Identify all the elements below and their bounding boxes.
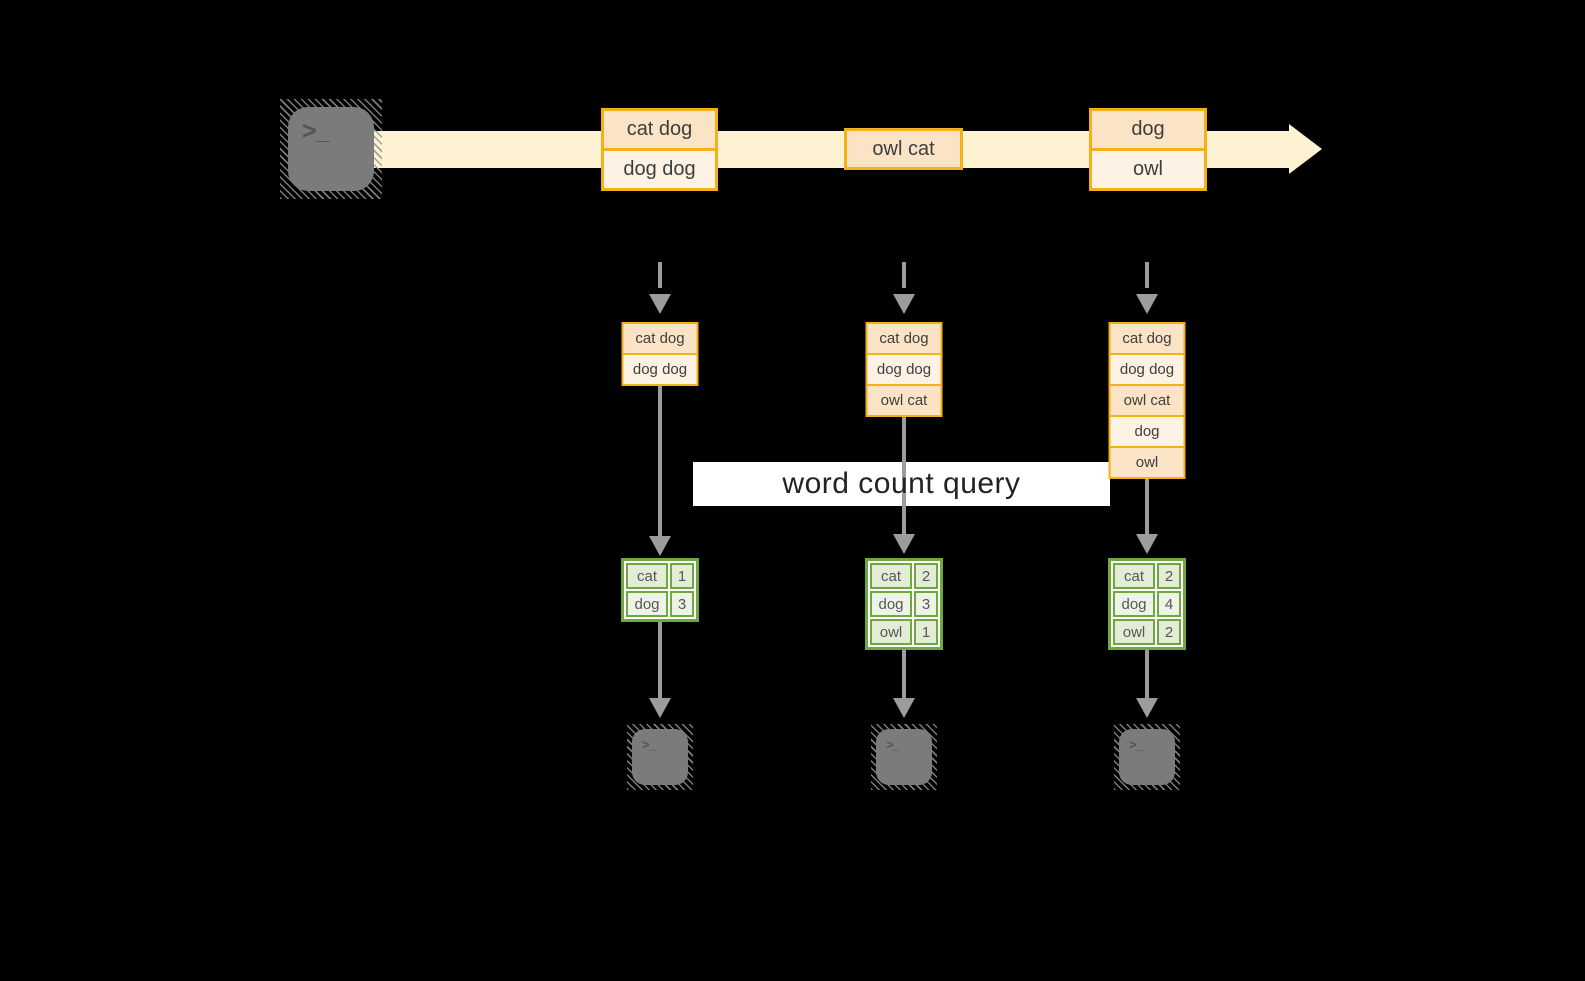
word-cell: dog bbox=[870, 591, 912, 617]
terminal-icon: >_ bbox=[280, 99, 382, 199]
word-cell: cat bbox=[1113, 563, 1155, 589]
arrow-head bbox=[1136, 534, 1158, 554]
count-cell: 2 bbox=[914, 563, 938, 589]
arrow-head bbox=[893, 534, 915, 554]
count-cell: 3 bbox=[914, 591, 938, 617]
arrow-line bbox=[1145, 650, 1149, 698]
word-count-table: cat 2 dog 3 owl 1 bbox=[865, 558, 943, 650]
arrow-line bbox=[902, 650, 906, 698]
dashed-arrow-head bbox=[649, 294, 671, 314]
dashed-arrow-head bbox=[893, 294, 915, 314]
input-line: owl bbox=[1110, 446, 1184, 477]
word-cell: owl bbox=[1113, 619, 1155, 645]
batch-line: cat dog bbox=[604, 111, 715, 148]
count-cell: 4 bbox=[1157, 591, 1181, 617]
dashed-arrow-head bbox=[1136, 294, 1158, 314]
batch-line: owl bbox=[1092, 148, 1204, 188]
input-line: owl cat bbox=[867, 384, 941, 415]
accumulated-input-box: cat dog dog dog bbox=[621, 322, 699, 386]
word-cell: dog bbox=[626, 591, 668, 617]
terminal-body: >_ bbox=[876, 729, 932, 785]
terminal-body: >_ bbox=[288, 107, 374, 191]
terminal-prompt-glyph: >_ bbox=[1129, 737, 1143, 752]
input-line: cat dog bbox=[867, 324, 941, 353]
word-cell: dog bbox=[1113, 591, 1155, 617]
batch-line: dog bbox=[1092, 111, 1204, 148]
arrow-head bbox=[893, 698, 915, 718]
terminal-icon: >_ bbox=[627, 724, 693, 790]
arrow-line bbox=[902, 417, 906, 534]
stream-arrow-head bbox=[1289, 124, 1322, 174]
stream-batch-2: owl cat bbox=[844, 128, 963, 170]
input-line: dog dog bbox=[623, 353, 697, 384]
arrow-line bbox=[658, 622, 662, 698]
arrow-head bbox=[649, 698, 671, 718]
count-cell: 2 bbox=[1157, 619, 1181, 645]
input-line: dog dog bbox=[867, 353, 941, 384]
word-cell: cat bbox=[870, 563, 912, 589]
word-cell: cat bbox=[626, 563, 668, 589]
input-line: dog bbox=[1110, 415, 1184, 446]
word-count-table: cat 2 dog 4 owl 2 bbox=[1108, 558, 1186, 650]
terminal-prompt-glyph: >_ bbox=[642, 737, 656, 752]
input-line: cat dog bbox=[1110, 324, 1184, 353]
query-banner-background bbox=[693, 462, 1110, 506]
accumulated-input-box: cat dog dog dog owl cat bbox=[865, 322, 943, 417]
terminal-body: >_ bbox=[1119, 729, 1175, 785]
count-cell: 3 bbox=[670, 591, 694, 617]
count-cell: 1 bbox=[670, 563, 694, 589]
word-count-table: cat 1 dog 3 bbox=[621, 558, 699, 622]
arrow-line bbox=[658, 386, 662, 536]
query-banner-label: word count query bbox=[782, 467, 1021, 500]
terminal-body: >_ bbox=[632, 729, 688, 785]
batch-line: dog dog bbox=[604, 148, 715, 188]
input-line: cat dog bbox=[623, 324, 697, 353]
stream-batch-3: dog owl bbox=[1089, 108, 1207, 191]
stream-batch-1: cat dog dog dog bbox=[601, 108, 718, 191]
dashed-arrow-line bbox=[658, 262, 662, 288]
input-line: dog dog bbox=[1110, 353, 1184, 384]
terminal-icon: >_ bbox=[1114, 724, 1180, 790]
terminal-icon: >_ bbox=[871, 724, 937, 790]
terminal-prompt-glyph: >_ bbox=[302, 117, 329, 145]
dashed-arrow-line bbox=[1145, 262, 1149, 288]
dashed-arrow-line bbox=[902, 262, 906, 288]
batch-line: owl cat bbox=[847, 131, 960, 167]
count-cell: 1 bbox=[914, 619, 938, 645]
terminal-prompt-glyph: >_ bbox=[886, 737, 900, 752]
arrow-line bbox=[1145, 479, 1149, 534]
accumulated-input-box: cat dog dog dog owl cat dog owl bbox=[1108, 322, 1186, 479]
count-cell: 2 bbox=[1157, 563, 1181, 589]
input-line: owl cat bbox=[1110, 384, 1184, 415]
word-cell: owl bbox=[870, 619, 912, 645]
arrow-head bbox=[1136, 698, 1158, 718]
arrow-head bbox=[649, 536, 671, 556]
